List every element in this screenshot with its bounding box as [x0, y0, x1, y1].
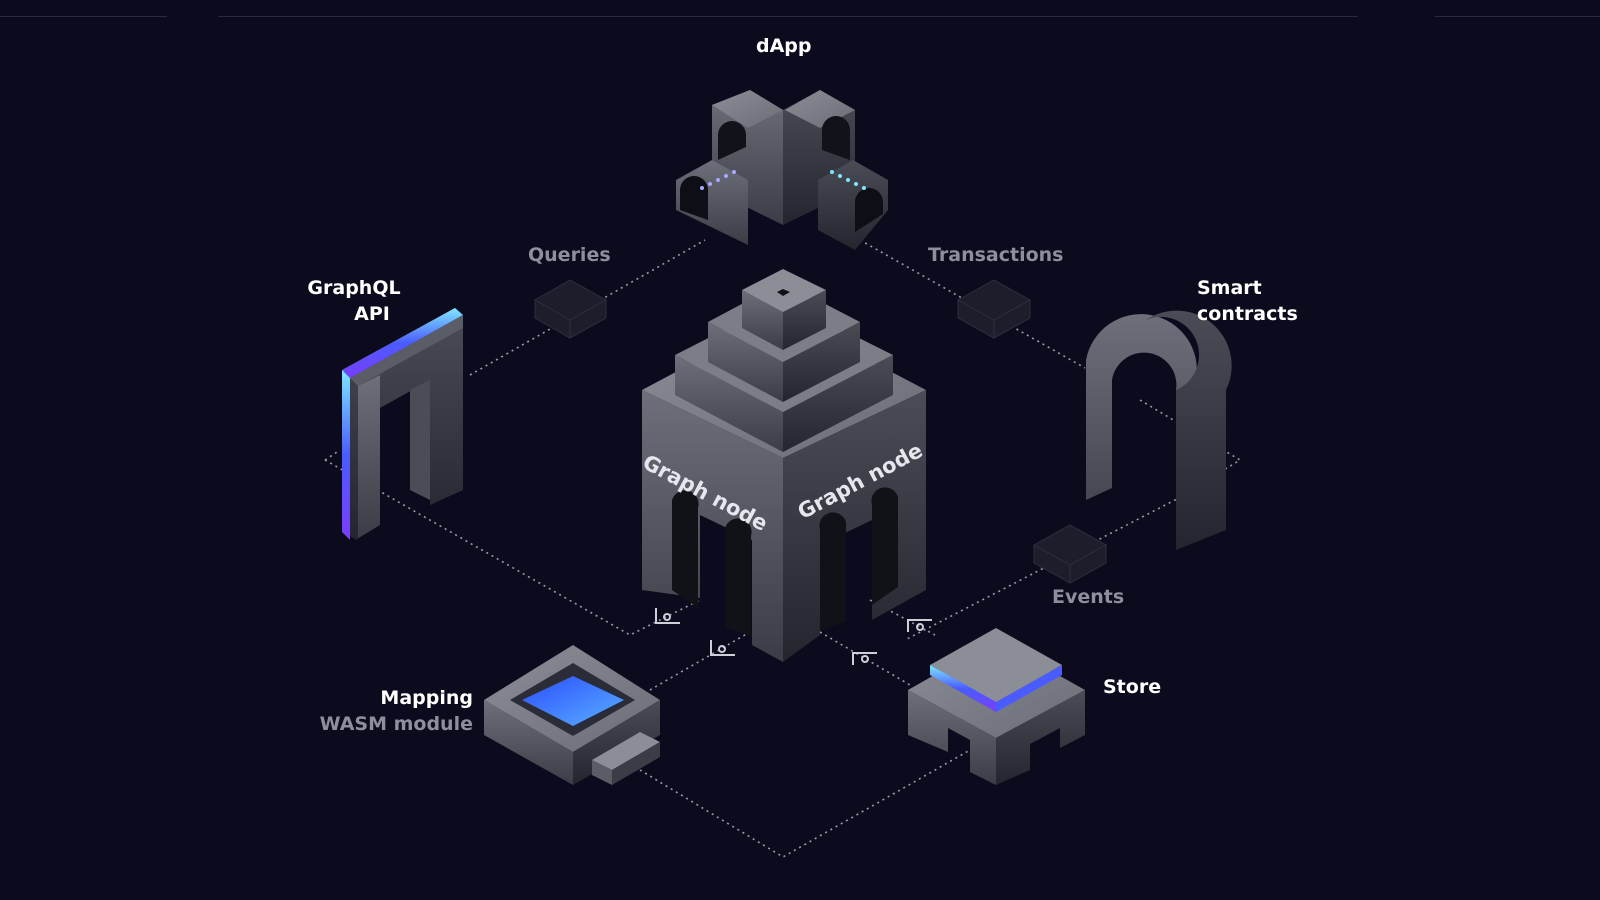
events-label: Events: [1052, 586, 1125, 608]
transactions-cube-icon: [956, 279, 1032, 339]
queries-label: Queries: [528, 244, 611, 266]
dapp-label: dApp: [756, 35, 812, 57]
smart-contracts-label: Smart contracts: [1197, 275, 1298, 327]
queries-cube-icon: [533, 279, 608, 339]
graphql-label-line1: GraphQL: [307, 277, 401, 299]
graphql-label-line2: API: [354, 303, 390, 325]
store-structure: [908, 628, 1085, 785]
events-cube-icon: [1032, 524, 1108, 584]
connector-markers: [655, 608, 932, 665]
wasm-module-label: WASM module: [319, 713, 473, 735]
transactions-label: Transactions: [928, 244, 1064, 266]
dapp-structure: [676, 90, 888, 250]
top-divider: [1435, 16, 1600, 17]
store-label: Store: [1103, 676, 1162, 698]
smart-contracts-line1: Smart: [1197, 277, 1262, 299]
mapping-wasm-structure: [484, 645, 660, 785]
smart-contracts-line2: contracts: [1197, 303, 1298, 325]
top-divider: [218, 16, 1358, 17]
top-divider: [0, 16, 167, 17]
graphql-api-structure: [342, 308, 463, 540]
smart-contracts-structure: [1086, 310, 1232, 550]
graphql-label: GraphQL API: [306, 275, 402, 327]
graph-node-structure: [642, 269, 926, 662]
mapping-label: Mapping: [380, 687, 473, 709]
